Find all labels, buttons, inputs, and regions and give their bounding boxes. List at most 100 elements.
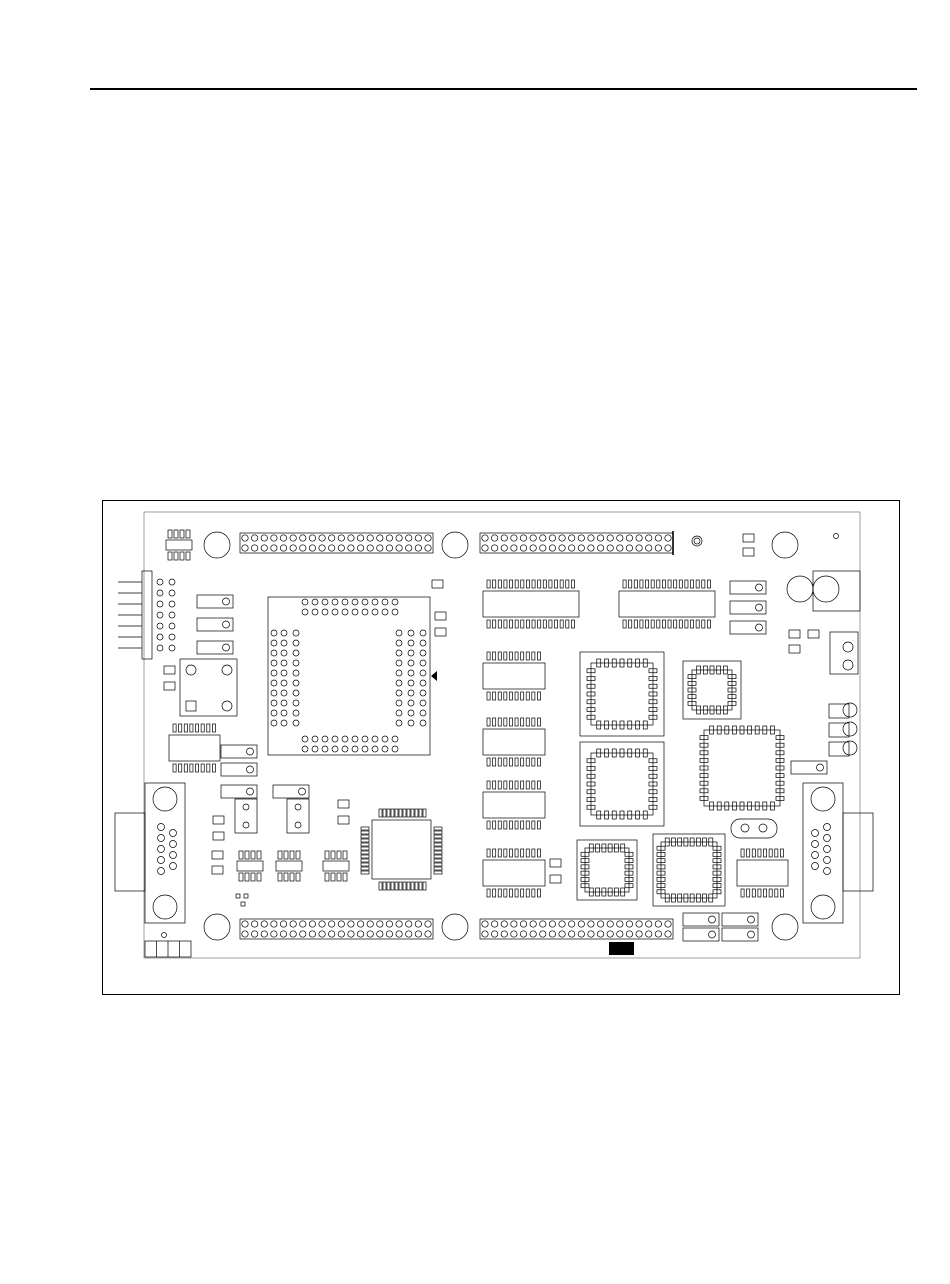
header-pin — [607, 921, 613, 927]
dip-pin — [532, 781, 535, 789]
dip-pin — [526, 580, 529, 588]
socket-pin — [408, 640, 414, 646]
dip-pin — [510, 580, 513, 588]
dip-body — [169, 735, 220, 761]
reg-hole — [186, 665, 196, 675]
socket-pin — [312, 599, 318, 605]
header-pin — [348, 921, 354, 927]
db9-pin — [812, 852, 819, 859]
dip-pin — [504, 620, 507, 628]
dip-pin — [504, 849, 507, 857]
smd-component — [432, 580, 443, 588]
header-pin — [520, 535, 526, 541]
dip-pin — [504, 889, 507, 897]
socket-pin — [293, 710, 299, 716]
header-pin — [328, 931, 334, 937]
db9-shell — [145, 783, 185, 923]
socket-pin — [420, 640, 426, 646]
header-pin — [261, 535, 267, 541]
dip-pin — [498, 580, 501, 588]
dip-pin — [290, 851, 294, 859]
header-pin — [290, 921, 296, 927]
dip-pin — [752, 849, 755, 857]
dip-pin — [487, 692, 490, 700]
socket-pin — [396, 690, 402, 696]
qfp-pin — [399, 882, 402, 890]
socket-pin — [382, 736, 388, 742]
dip-ic-2 — [619, 580, 715, 628]
header-pin — [636, 921, 642, 927]
dip-pin — [526, 620, 529, 628]
dip-pin — [537, 889, 540, 897]
qfp-pin — [434, 855, 442, 858]
header-pin — [549, 931, 555, 937]
header-pin — [425, 535, 431, 541]
header-pin — [415, 921, 421, 927]
socket-body — [268, 597, 430, 755]
dip-pin — [685, 580, 688, 588]
socket-pin — [352, 736, 358, 742]
dip-pin — [173, 764, 176, 772]
qfp-pin — [361, 863, 369, 866]
mounting-hole — [442, 914, 468, 940]
qfp-pin — [395, 809, 398, 817]
header-pin — [406, 931, 412, 937]
pin-header-top-right — [480, 533, 673, 553]
left-edge-connector — [118, 571, 175, 659]
header-pin — [319, 931, 325, 937]
qfp-pin — [434, 863, 442, 866]
dip-pin — [707, 620, 710, 628]
dip-pin — [521, 652, 524, 660]
dip-body — [276, 861, 302, 871]
socket-pin — [420, 670, 426, 676]
socket-pin — [362, 736, 368, 742]
header-pin — [396, 535, 402, 541]
qfp-chip — [361, 809, 442, 890]
small-ic-4 — [166, 530, 192, 560]
qfp-pin — [361, 859, 369, 862]
dip-pin — [212, 764, 215, 772]
header-pin — [415, 931, 421, 937]
socket-pin — [332, 599, 338, 605]
socket-pin — [396, 710, 402, 716]
header-pin — [617, 931, 623, 937]
socket-pin — [372, 609, 378, 615]
header-pin — [328, 921, 334, 927]
socket-pin — [420, 700, 426, 706]
qfp-pin — [407, 882, 410, 890]
dip-pin — [566, 620, 569, 628]
smd-component — [743, 548, 754, 556]
header-pin — [242, 921, 248, 927]
socket-pin — [352, 746, 358, 752]
db9-pin — [158, 824, 165, 831]
header-pin — [406, 535, 412, 541]
header-pin — [559, 535, 565, 541]
dip-pin — [679, 620, 682, 628]
header-pin — [646, 545, 652, 551]
qfp-pin — [361, 827, 369, 830]
dip-pin — [504, 652, 507, 660]
dip-pin — [190, 724, 193, 732]
dip-pin — [646, 580, 649, 588]
socket-pin — [281, 700, 287, 706]
dip-pin — [509, 849, 512, 857]
header-pin — [300, 535, 306, 541]
dip-pin — [493, 821, 496, 829]
pin1-marker — [431, 671, 437, 681]
dip-pin — [337, 851, 341, 859]
dip-pin — [560, 620, 563, 628]
socket-pin — [342, 599, 348, 605]
qfp-pin — [434, 867, 442, 870]
dip-pin — [526, 821, 529, 829]
dip-pin — [566, 580, 569, 588]
dip-body — [737, 860, 788, 886]
led-inner — [694, 538, 700, 544]
header-pin — [511, 545, 517, 551]
dip-pin — [290, 873, 294, 881]
dip-pin — [758, 849, 761, 857]
header-pin — [607, 545, 613, 551]
db9-pin — [170, 852, 177, 859]
qfp-pin — [361, 831, 369, 834]
edge-pin — [169, 612, 175, 618]
dip-pin — [515, 781, 518, 789]
